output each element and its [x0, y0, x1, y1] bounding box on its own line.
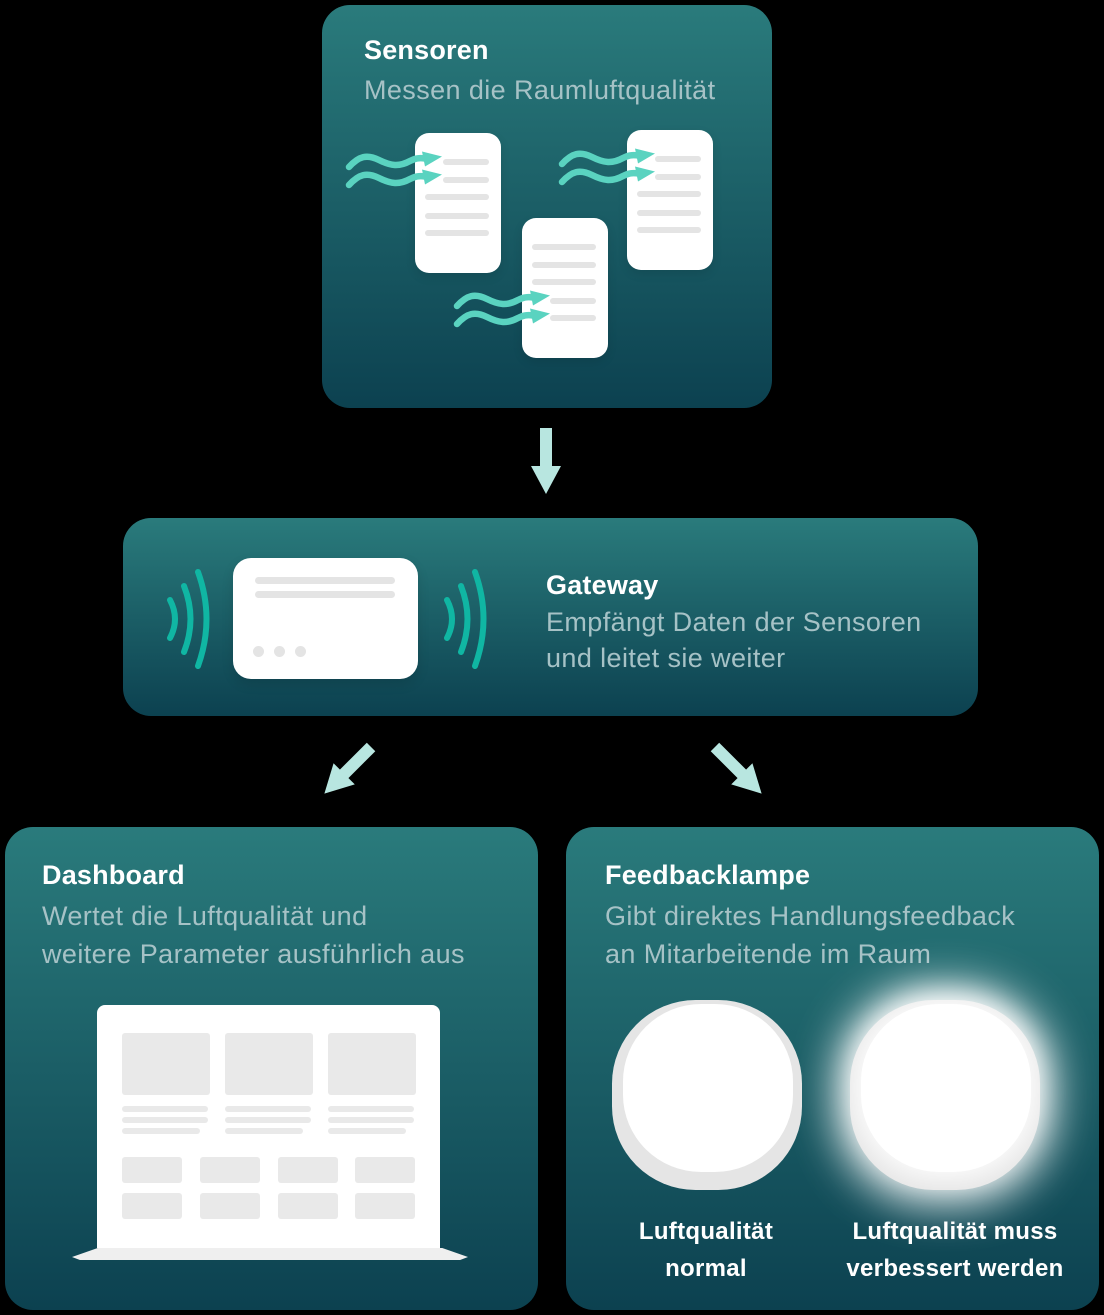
sensoren-panel: Sensoren Messen die Raumluftqualität [322, 5, 772, 408]
dashboard-subtitle-line-1: Wertet die Luftqualität und [42, 901, 368, 931]
screen-line [328, 1128, 406, 1134]
sensor-card-line [443, 159, 489, 165]
airflow-arrow-icon [558, 166, 655, 186]
screen-line [225, 1117, 311, 1123]
wifi-waves-right-icon [444, 569, 487, 669]
sensor-card [627, 130, 713, 270]
lamp-normal-caption-line-2: normal [665, 1255, 747, 1282]
lamp-normal-caption: Luftqualität normal [596, 1213, 816, 1287]
screen-block [122, 1157, 182, 1183]
screen-block [200, 1193, 260, 1219]
sensor-card-line [425, 194, 489, 200]
screen-line [122, 1117, 208, 1123]
screen-block [225, 1033, 313, 1095]
screen-line [328, 1117, 414, 1123]
airflow-arrow-icon [345, 151, 442, 171]
sensor-card-line [637, 227, 701, 233]
sensor-card-line [443, 177, 489, 183]
sensor-card-line [637, 210, 701, 216]
sensor-card-line [532, 279, 596, 285]
laptop-base [72, 1248, 468, 1260]
sensoren-title: Sensoren [364, 35, 489, 65]
wifi-waves-left-icon [167, 569, 210, 669]
lamp-normal-icon [612, 1000, 802, 1190]
flow-arrow-right-icon [684, 716, 794, 826]
feedback-title: Feedbacklampe [605, 860, 811, 890]
screen-block [355, 1157, 415, 1183]
gateway-device-dot [295, 646, 306, 657]
gateway-device-line [255, 577, 395, 584]
gateway-title: Gateway [546, 570, 659, 600]
lamp-inner [623, 1004, 793, 1172]
sensor-card-line [532, 244, 596, 250]
laptop-screen [97, 1005, 440, 1248]
gateway-device-line [255, 591, 395, 598]
screen-block [278, 1157, 338, 1183]
sensor-card-line [637, 191, 701, 197]
screen-block [122, 1193, 182, 1219]
screen-line [122, 1106, 208, 1112]
feedback-lamp-panel: Feedbacklampe Gibt direktes Handlungsfee… [566, 827, 1099, 1310]
sensor-card-line [655, 174, 701, 180]
screen-block [278, 1193, 338, 1219]
gateway-device [233, 558, 418, 679]
dashboard-panel: Dashboard Wertet die Luftqualität und we… [5, 827, 538, 1310]
sensor-card-line [532, 262, 596, 268]
sensor-card-line [655, 156, 701, 162]
gateway-subtitle: Empfängt Daten der Sensoren und leitet s… [546, 604, 922, 676]
gateway-subtitle-line-2: und leitet sie weiter [546, 643, 786, 673]
screen-block [355, 1193, 415, 1219]
sensor-card [522, 218, 608, 358]
dashboard-subtitle: Wertet die Luftqualität und weitere Para… [42, 897, 465, 973]
lamp-inner [861, 1004, 1031, 1172]
lamp-alert-caption-line-2: verbessert werden [846, 1255, 1064, 1282]
gateway-device-dot [253, 646, 264, 657]
feedback-subtitle-line-2: an Mitarbeitende im Raum [605, 939, 932, 969]
sensor-card-line [425, 213, 489, 219]
sensor-card-line [550, 315, 596, 321]
screen-line [225, 1106, 311, 1112]
feedback-subtitle: Gibt direktes Handlungsfeedback an Mitar… [605, 897, 1015, 973]
lamp-alert-icon [850, 1000, 1040, 1190]
dashboard-subtitle-line-2: weitere Parameter ausführlich aus [42, 939, 465, 969]
sensor-card-line [550, 298, 596, 304]
lamp-alert-caption-line-1: Luftqualität muss [852, 1218, 1058, 1245]
airflow-arrow-icon [558, 148, 655, 168]
gateway-subtitle-line-1: Empfängt Daten der Sensoren [546, 607, 922, 637]
gateway-panel: Gateway Empfängt Daten der Sensoren und … [123, 518, 978, 716]
screen-line [225, 1128, 303, 1134]
flow-arrow-down-icon [531, 428, 561, 494]
screen-line [122, 1128, 200, 1134]
gateway-device-dot [274, 646, 285, 657]
screen-block [328, 1033, 416, 1095]
airflow-arrow-icon [345, 169, 442, 189]
screen-block [122, 1033, 210, 1095]
lamp-alert-caption: Luftqualität muss verbessert werden [830, 1213, 1080, 1287]
lamp-normal-caption-line-1: Luftqualität [638, 1218, 774, 1245]
screen-line [328, 1106, 414, 1112]
dashboard-title: Dashboard [42, 860, 185, 890]
sensoren-subtitle: Messen die Raumluftqualität [364, 75, 716, 105]
flow-arrow-left-icon [292, 716, 402, 826]
sensor-card-line [425, 230, 489, 236]
airflow-arrow-icon [453, 308, 550, 328]
screen-block [200, 1157, 260, 1183]
airflow-arrow-icon [453, 290, 550, 310]
feedback-subtitle-line-1: Gibt direktes Handlungsfeedback [605, 901, 1016, 931]
